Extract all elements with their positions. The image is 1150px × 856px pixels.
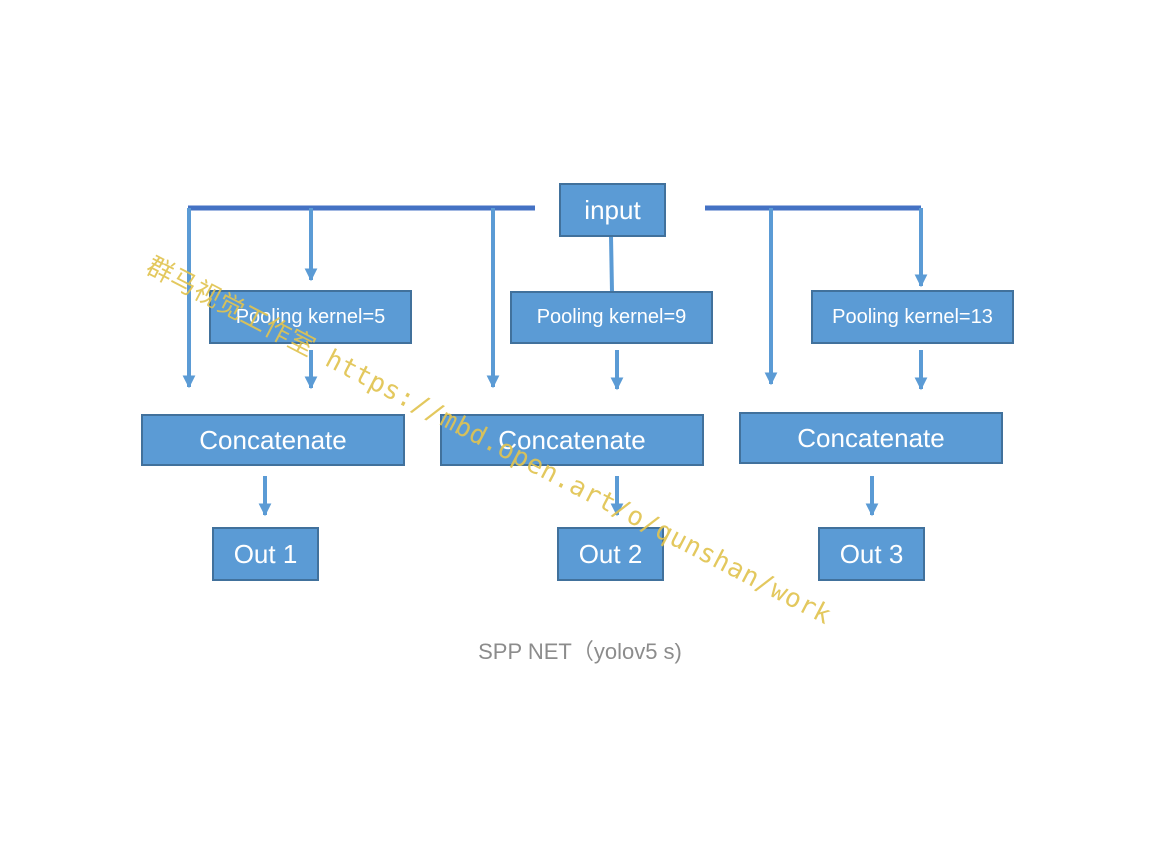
pooling-kernel-13-node: Pooling kernel=13 xyxy=(811,290,1014,344)
concatenate-node-1: Concatenate xyxy=(141,414,405,466)
input-node: input xyxy=(559,183,666,237)
out-2-node: Out 2 xyxy=(557,527,664,581)
pooling-kernel-9-node: Pooling kernel=9 xyxy=(510,291,713,344)
figure-caption: SPP NET（yolov5 s) xyxy=(478,639,682,664)
concatenate-node-3: Concatenate xyxy=(739,412,1003,464)
concatenate-node-2: Concatenate xyxy=(440,414,704,466)
out-3-node: Out 3 xyxy=(818,527,925,581)
out-1-node: Out 1 xyxy=(212,527,319,581)
pooling-kernel-5-node: Pooling kernel=5 xyxy=(209,290,412,344)
input-to-pool-9 xyxy=(609,235,614,293)
